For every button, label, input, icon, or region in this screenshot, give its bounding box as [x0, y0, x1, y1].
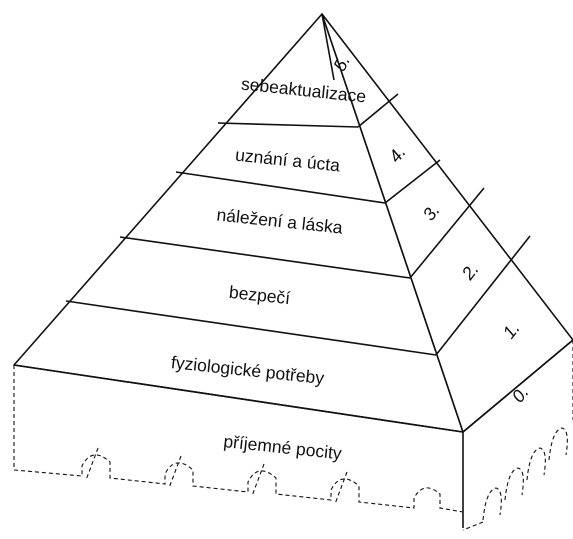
base-box	[13, 340, 573, 531]
level-label-0: příjemné pocity	[223, 431, 343, 463]
front-dividers	[13, 122, 464, 433]
side-dividers	[321, 13, 573, 433]
